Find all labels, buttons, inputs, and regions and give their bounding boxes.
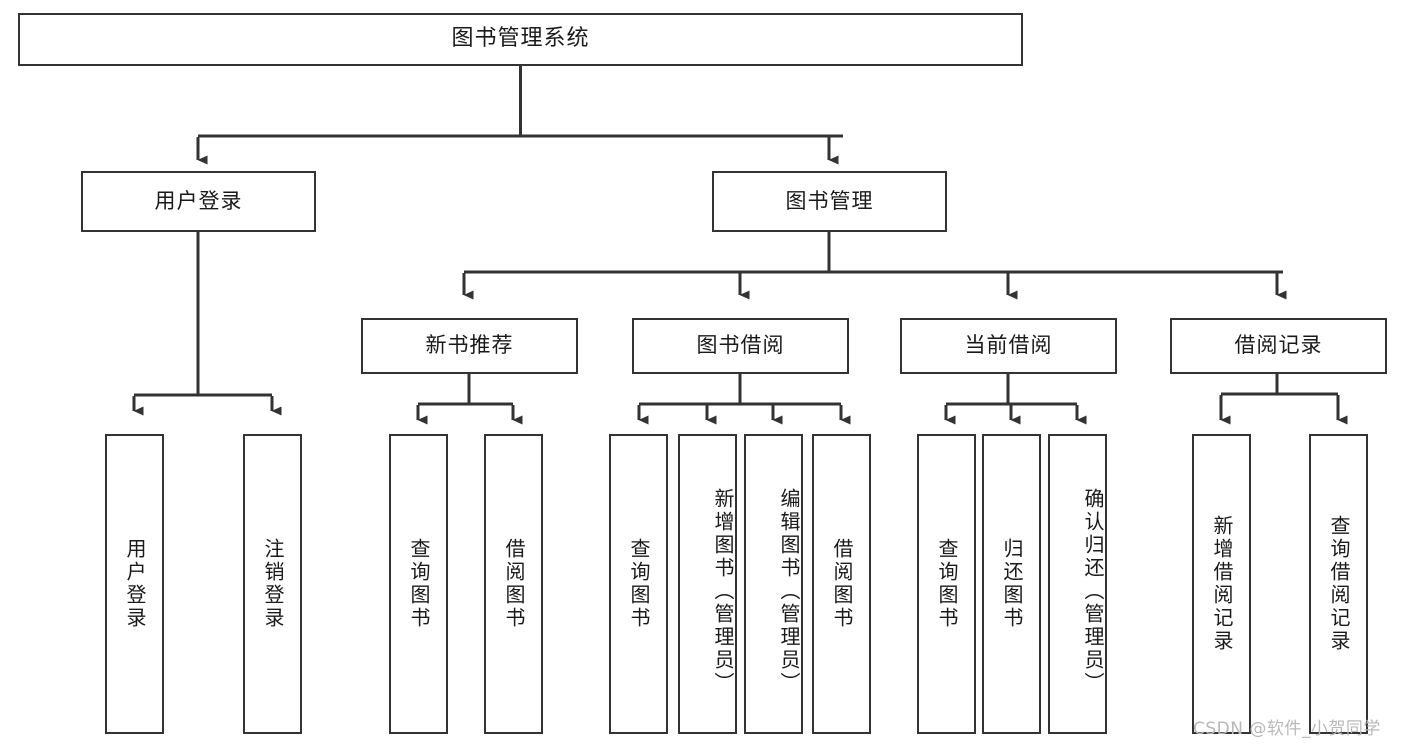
node-label: 查询图书 (627, 538, 651, 630)
node-label: 查询图书 (407, 538, 431, 630)
node-label: 借阅记录 (1234, 333, 1323, 358)
leaf-current-borrow-return[interactable]: 归还图书 (982, 434, 1041, 734)
node-label: 图书借阅 (696, 333, 785, 358)
node-user-login[interactable]: 用户登录 (81, 171, 316, 232)
leaf-book-borrow-add[interactable]: 新增图书（管理员） (678, 434, 737, 734)
node-label: 用户登录 (154, 188, 243, 213)
leaf-borrow-record-add[interactable]: 新增借阅记录 (1192, 434, 1251, 734)
node-label: 新书推荐 (425, 333, 514, 358)
node-book-management[interactable]: 图书管理 (712, 171, 947, 232)
leaf-book-borrow-edit[interactable]: 编辑图书（管理员） (744, 434, 803, 734)
node-label: 归还图书 (1000, 538, 1024, 630)
node-label: 查询图书 (935, 538, 959, 630)
node-root-system[interactable]: 图书管理系统 (18, 13, 1023, 66)
leaf-borrow-record-query[interactable]: 查询借阅记录 (1309, 434, 1368, 734)
node-label: 图书管理系统 (451, 26, 590, 52)
node-label: 当前借阅 (964, 333, 1053, 358)
node-new-book-recommend[interactable]: 新书推荐 (361, 318, 578, 374)
leaf-new-book-borrow[interactable]: 借阅图书 (484, 434, 543, 734)
leaf-current-borrow-confirm-return[interactable]: 确认归还（管理员） (1048, 434, 1107, 734)
leaf-user-login-logout[interactable]: 注销登录 (243, 434, 302, 734)
node-label: 用户登录 (123, 538, 147, 630)
leaf-book-borrow-borrow[interactable]: 借阅图书 (812, 434, 871, 734)
leaf-current-borrow-query[interactable]: 查询图书 (917, 434, 976, 734)
node-label: 编辑图书（管理员） (777, 487, 801, 695)
leaf-user-login-login[interactable]: 用户登录 (105, 434, 164, 734)
node-borrow-record[interactable]: 借阅记录 (1170, 318, 1387, 374)
node-label: 确认归还（管理员） (1081, 487, 1105, 695)
node-label: 图书管理 (785, 188, 874, 213)
leaf-new-book-query[interactable]: 查询图书 (389, 434, 448, 734)
node-book-borrow[interactable]: 图书借阅 (632, 318, 849, 374)
node-label: 查询借阅记录 (1327, 515, 1351, 653)
node-label: 新增借阅记录 (1210, 515, 1234, 653)
node-label: 注销登录 (261, 538, 285, 630)
node-label: 借阅图书 (830, 538, 854, 630)
watermark: CSDN @软件_小贺同学 (1193, 719, 1381, 739)
leaf-book-borrow-query[interactable]: 查询图书 (609, 434, 668, 734)
node-label: 借阅图书 (502, 538, 526, 630)
node-label: 新增图书（管理员） (711, 487, 735, 695)
node-current-borrow[interactable]: 当前借阅 (900, 318, 1117, 374)
